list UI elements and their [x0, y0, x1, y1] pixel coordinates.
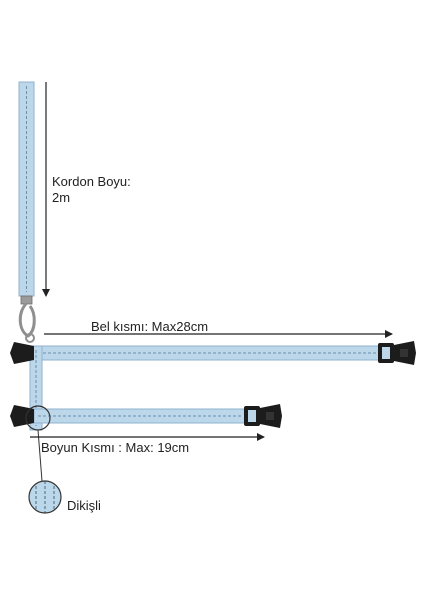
neck-slider	[244, 406, 260, 426]
waist-slider	[378, 343, 394, 363]
neck-length-label: Boyun Kısmı : Max: 19cm	[41, 440, 189, 455]
snap-hook	[18, 295, 36, 343]
waist-buckle	[394, 341, 416, 365]
leash-length-value: 2m	[52, 190, 70, 205]
leash-strap	[18, 81, 35, 297]
waist-length-label: Bel kısmı: Max28cm	[91, 319, 208, 334]
neck-buckle	[260, 404, 282, 428]
stitch-label: Dikişli	[67, 498, 101, 513]
neck-strap	[33, 408, 247, 424]
callout-line	[37, 429, 43, 482]
stitch-magnifier	[28, 480, 62, 514]
leash-length-label: Kordon Boyu:	[52, 174, 131, 189]
waist-strap	[33, 345, 381, 361]
left-buckle-top	[10, 342, 34, 364]
